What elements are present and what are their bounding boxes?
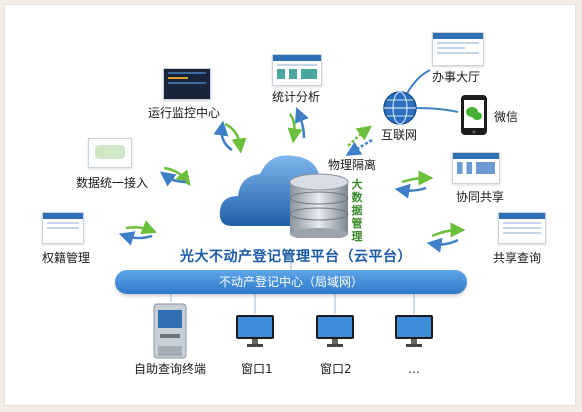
ownership-thumbnail: [42, 212, 84, 244]
more-label: …: [408, 362, 420, 376]
wechat-phone-icon: [461, 95, 487, 135]
stats-label: 统计分析: [272, 90, 321, 104]
query-label: 共享查询: [493, 251, 542, 265]
monitor-thumbnail: [163, 68, 211, 100]
wechat-label: 微信: [494, 110, 519, 124]
kiosk-icon: [153, 303, 187, 359]
big-data-label: 大数据管理: [351, 178, 363, 243]
window-more-monitor-icon: [395, 315, 433, 347]
registration-center-label: 不动产登记中心（局域网）: [218, 275, 363, 289]
globe-icon: [383, 91, 417, 125]
data-access-thumbnail: [88, 138, 132, 168]
collab-thumbnail: [452, 152, 500, 184]
query-thumbnail: [498, 212, 546, 244]
window2-label: 窗口2: [320, 362, 352, 376]
window1-monitor-icon: [236, 315, 274, 347]
service-hall-label: 办事大厅: [432, 70, 481, 84]
window1-label: 窗口1: [241, 362, 273, 376]
registration-center-bar: 不动产登记中心（局域网）: [115, 270, 467, 294]
stats-thumbnail: [272, 54, 322, 86]
data-access-label: 数据统一接入: [76, 176, 149, 190]
collab-label: 协同共享: [456, 190, 505, 204]
ownership-label: 权籍管理: [42, 251, 91, 265]
window2-monitor-icon: [316, 315, 354, 347]
platform-title: 光大不动产登记管理平台（云平台）: [180, 249, 412, 265]
internet-label: 互联网: [381, 128, 418, 142]
kiosk-label: 自助查询终端: [134, 362, 207, 376]
cloud-database-icon: [219, 155, 349, 238]
monitor-label: 运行监控中心: [148, 106, 221, 120]
isolation-label: 物理隔离: [328, 158, 377, 172]
service-hall-thumbnail: [432, 32, 484, 66]
